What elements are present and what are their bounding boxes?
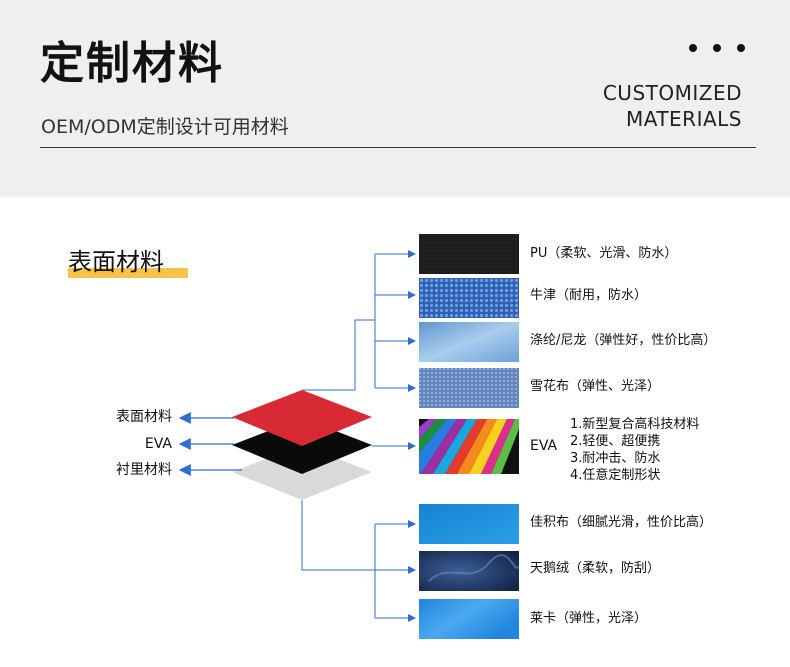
polyester-swatch [419, 322, 519, 362]
header-divider [40, 147, 756, 148]
section-title: 表面材料 [68, 248, 164, 276]
snowflake-swatch [419, 368, 519, 408]
eva-feature-2: 2.轻便、超便携 [570, 434, 661, 449]
jiaji-swatch [419, 504, 519, 544]
english-title: CUSTOMIZED MATERIALS [603, 80, 742, 132]
polyester-label: 涤纶/尼龙（弹性好，性价比高） [530, 333, 717, 348]
header-banner: 定制材料 OEM/ODM定制设计可用材料 CUSTOMIZED MATERIAL… [0, 0, 790, 197]
eva-material-label: EVA [530, 438, 558, 454]
eva-feature-1: 1.新型复合高科技材料 [570, 417, 700, 432]
lycra-label: 莱卡（弹性，光泽） [530, 611, 648, 626]
section-title-highlight [68, 268, 188, 278]
surface-connector [302, 319, 375, 391]
lining-connector [301, 500, 375, 571]
velvet-label: 天鹅绒（柔软，防刮） [530, 561, 661, 576]
page-subtitle: OEM/ODM定制设计可用材料 [41, 116, 289, 138]
eva-swatch [419, 419, 519, 474]
velvet-swatch [419, 551, 519, 591]
pu-swatch [419, 234, 519, 274]
surface-layer [232, 390, 372, 446]
eva-feature-4: 4.任意定制形状 [570, 468, 661, 483]
eva-feature-3: 3.耐冲击、防水 [570, 451, 661, 466]
eva-feature-list: 1.新型复合高科技材料 2.轻便、超便携 3.耐冲击、防水 4.任意定制形状 [570, 416, 699, 484]
english-title-line2: MATERIALS [625, 107, 742, 131]
snowflake-label: 雪花布（弹性、光泽） [530, 379, 661, 394]
page-title: 定制材料 [40, 38, 224, 89]
oxford-swatch [419, 278, 519, 318]
label-surface-layer: 表面材料 [116, 409, 172, 425]
pu-label: PU（柔软、光滑、防水） [530, 246, 678, 261]
english-title-line1: CUSTOMIZED [602, 81, 742, 105]
lycra-swatch [419, 599, 519, 639]
more-dots-icon [689, 44, 745, 56]
oxford-label: 牛津（耐用，防水） [530, 288, 648, 303]
label-eva-layer: EVA [144, 436, 172, 452]
jiaji-label: 佳积布（细腻光滑，性价比高） [530, 515, 713, 530]
label-lining-layer: 衬里材料 [116, 462, 172, 478]
